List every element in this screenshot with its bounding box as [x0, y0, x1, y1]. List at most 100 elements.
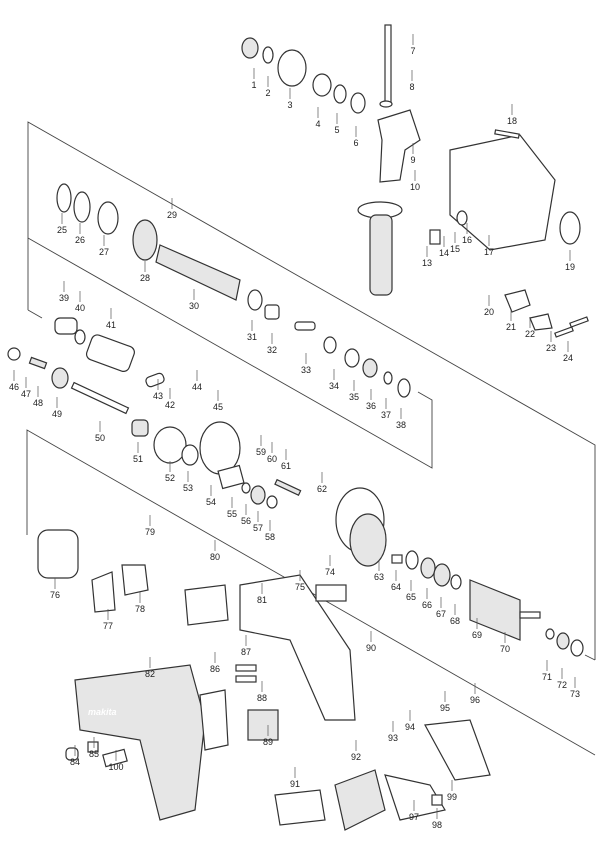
part-label-92: 92 [351, 752, 361, 762]
part-label-82: 82 [145, 669, 155, 679]
part-label-75: 75 [295, 582, 305, 592]
part-label-78: 78 [135, 604, 145, 614]
part-label-45: 45 [213, 402, 223, 412]
part-label-89: 89 [263, 737, 273, 747]
part-label-2: 2 [265, 88, 270, 98]
part-label-40: 40 [75, 303, 85, 313]
part-label-66: 66 [422, 600, 432, 610]
part-label-85: 85 [89, 749, 99, 759]
part-label-54: 54 [206, 497, 216, 507]
part-label-23: 23 [546, 343, 556, 353]
part-label-69: 69 [472, 630, 482, 640]
part-label-61: 61 [281, 461, 291, 471]
part-label-7: 7 [410, 46, 415, 56]
part-label-67: 67 [436, 609, 446, 619]
part-label-81: 81 [257, 595, 267, 605]
part-label-62: 62 [317, 484, 327, 494]
part-label-100: 100 [108, 762, 123, 772]
part-label-93: 93 [388, 733, 398, 743]
part-label-37: 37 [381, 410, 391, 420]
part-label-70: 70 [500, 644, 510, 654]
part-label-21: 21 [506, 322, 516, 332]
part-label-35: 35 [349, 392, 359, 402]
part-label-68: 68 [450, 616, 460, 626]
part-label-31: 31 [247, 332, 257, 342]
part-label-26: 26 [75, 235, 85, 245]
part-label-94: 94 [405, 722, 415, 732]
part-label-74: 74 [325, 567, 335, 577]
part-label-43: 43 [153, 391, 163, 401]
part-label-15: 15 [450, 244, 460, 254]
part-label-33: 33 [301, 365, 311, 375]
part-label-84: 84 [70, 757, 80, 767]
part-label-39: 39 [59, 293, 69, 303]
part-label-5: 5 [334, 125, 339, 135]
part-label-71: 71 [542, 672, 552, 682]
part-label-99: 99 [447, 792, 457, 802]
part-label-80: 80 [210, 552, 220, 562]
part-label-52: 52 [165, 473, 175, 483]
part-label-73: 73 [570, 689, 580, 699]
part-label-90: 90 [366, 643, 376, 653]
part-label-4: 4 [315, 119, 320, 129]
part-label-58: 58 [265, 532, 275, 542]
part-label-51: 51 [133, 454, 143, 464]
parts-drawings: makita [7, 24, 589, 831]
part-label-18: 18 [507, 116, 517, 126]
part-label-65: 65 [406, 592, 416, 602]
part-label-32: 32 [267, 345, 277, 355]
part-label-79: 79 [145, 527, 155, 537]
part-label-9: 9 [410, 155, 415, 165]
part-label-76: 76 [50, 590, 60, 600]
part-label-55: 55 [227, 509, 237, 519]
part-label-19: 19 [565, 262, 575, 272]
part-label-95: 95 [440, 703, 450, 713]
part-label-48: 48 [33, 398, 43, 408]
part-label-49: 49 [52, 409, 62, 419]
part-label-6: 6 [353, 138, 358, 148]
part-label-59: 59 [256, 447, 266, 457]
part-label-77: 77 [103, 621, 113, 631]
part-label-46: 46 [9, 382, 19, 392]
part-label-88: 88 [257, 693, 267, 703]
part-label-41: 41 [106, 320, 116, 330]
part-label-25: 25 [57, 225, 67, 235]
part-label-16: 16 [462, 235, 472, 245]
part-label-14: 14 [439, 248, 449, 258]
part-label-91: 91 [290, 779, 300, 789]
part-label-3: 3 [287, 100, 292, 110]
part-label-36: 36 [366, 401, 376, 411]
part-label-56: 56 [241, 516, 251, 526]
part-label-20: 20 [484, 307, 494, 317]
part-label-38: 38 [396, 420, 406, 430]
part-label-64: 64 [391, 582, 401, 592]
part-label-24: 24 [563, 353, 573, 363]
part-label-98: 98 [432, 820, 442, 830]
part-label-28: 28 [140, 273, 150, 283]
part-label-96: 96 [470, 695, 480, 705]
part-label-87: 87 [241, 647, 251, 657]
makita-logo: makita [88, 707, 117, 717]
part-label-13: 13 [422, 258, 432, 268]
part-label-22: 22 [525, 329, 535, 339]
part-label-30: 30 [189, 301, 199, 311]
part-label-57: 57 [253, 523, 263, 533]
part-label-1: 1 [251, 80, 256, 90]
part-label-27: 27 [99, 247, 109, 257]
part-label-8: 8 [409, 82, 414, 92]
part-label-86: 86 [210, 664, 220, 674]
part-label-34: 34 [329, 381, 339, 391]
part-label-60: 60 [267, 454, 277, 464]
part-label-10: 10 [410, 182, 420, 192]
part-label-50: 50 [95, 433, 105, 443]
part-label-42: 42 [165, 400, 175, 410]
part-label-53: 53 [183, 483, 193, 493]
part-label-72: 72 [557, 680, 567, 690]
part-label-97: 97 [409, 812, 419, 822]
part-label-47: 47 [21, 389, 31, 399]
part-label-17: 17 [484, 247, 494, 257]
part-label-44: 44 [192, 382, 202, 392]
section-boundaries [26, 121, 596, 756]
